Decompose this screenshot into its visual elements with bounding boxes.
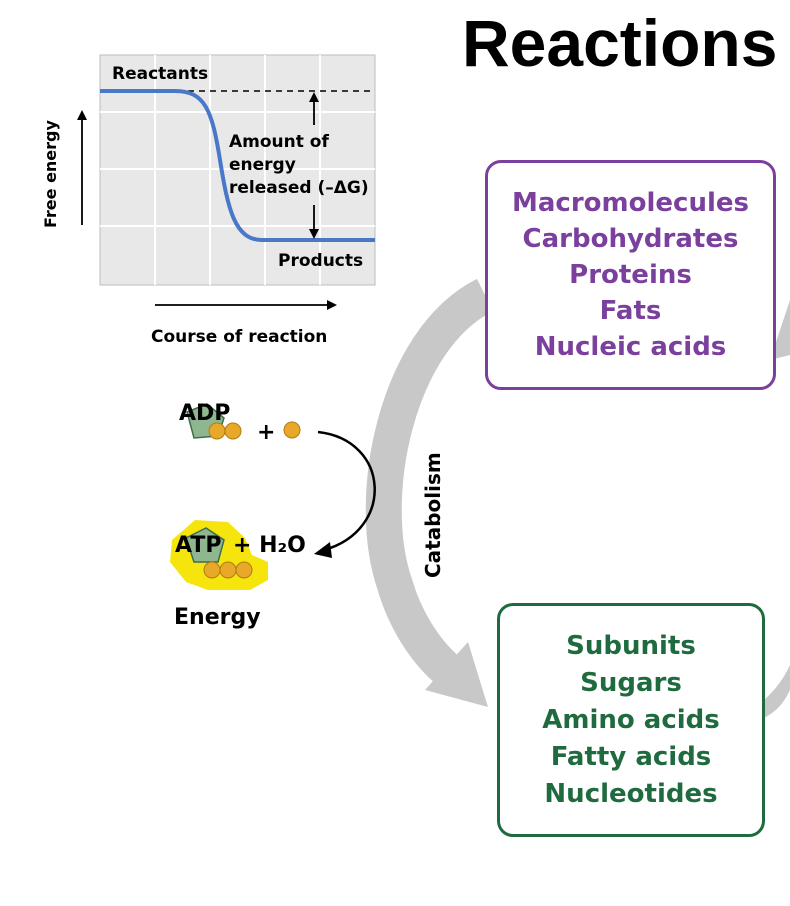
catabolism-arrow-head [425, 642, 488, 707]
subunit-item: Nucleotides [544, 778, 718, 809]
x-axis-label: Course of reaction [151, 327, 327, 347]
macromolecule-item: Proteins [569, 260, 692, 290]
macromolecule-item: Nucleic acids [534, 332, 727, 362]
catabolism-arrow-body [365, 278, 494, 682]
energy-label: Energy [174, 605, 261, 630]
free-phosphate-icon [283, 421, 301, 439]
energy-curve [100, 89, 375, 242]
page-title: Reactions [462, 6, 778, 80]
subunits-box: Subunits Sugars Amino acids Fatty acids … [497, 603, 765, 837]
adp-label: ADP [179, 401, 230, 426]
atp-label: ATP [175, 533, 221, 558]
products-label: Products [278, 251, 363, 271]
atp-cycle: ADP + ATP + H₂O Energy [170, 401, 376, 630]
annotation-line-1: Amount of [229, 132, 329, 152]
macromolecules-box: Macromolecules Carbohydrates Proteins Fa… [485, 160, 776, 390]
adp-phosphate-2-icon [224, 422, 242, 440]
macromolecules-heading: Macromolecules [512, 188, 749, 218]
annotation-line-3: released (–ΔG) [229, 178, 369, 198]
atp-phosphate-3-icon [235, 561, 253, 579]
anabolism-arrow-fragment-bottom [764, 665, 790, 718]
free-energy-chart: Reactants Amount of energy released (–ΔG… [41, 54, 376, 347]
atp-cycle-arrow [317, 430, 376, 552]
plus-sign: + [257, 420, 275, 445]
subunit-item: Amino acids [542, 704, 720, 735]
y-axis-label: Free energy [41, 119, 60, 228]
catabolism-label: Catabolism [421, 452, 445, 578]
catabolism-arrow: Catabolism [365, 278, 790, 718]
macromolecule-item: Carbohydrates [522, 224, 739, 254]
subunit-item: Fatty acids [550, 741, 712, 772]
atp-molecule-icon [185, 527, 225, 563]
atp-phosphate-1-icon [203, 561, 221, 579]
subunits-heading: Subunits [566, 630, 696, 661]
subunit-item: Sugars [580, 667, 682, 698]
reactants-label: Reactants [112, 64, 208, 84]
macromolecule-item: Fats [599, 296, 662, 326]
annotation-line-2: energy [229, 155, 296, 175]
water-label: + H₂O [233, 533, 306, 558]
atp-cycle-arrowhead [314, 542, 332, 558]
atp-phosphate-2-icon [219, 561, 237, 579]
